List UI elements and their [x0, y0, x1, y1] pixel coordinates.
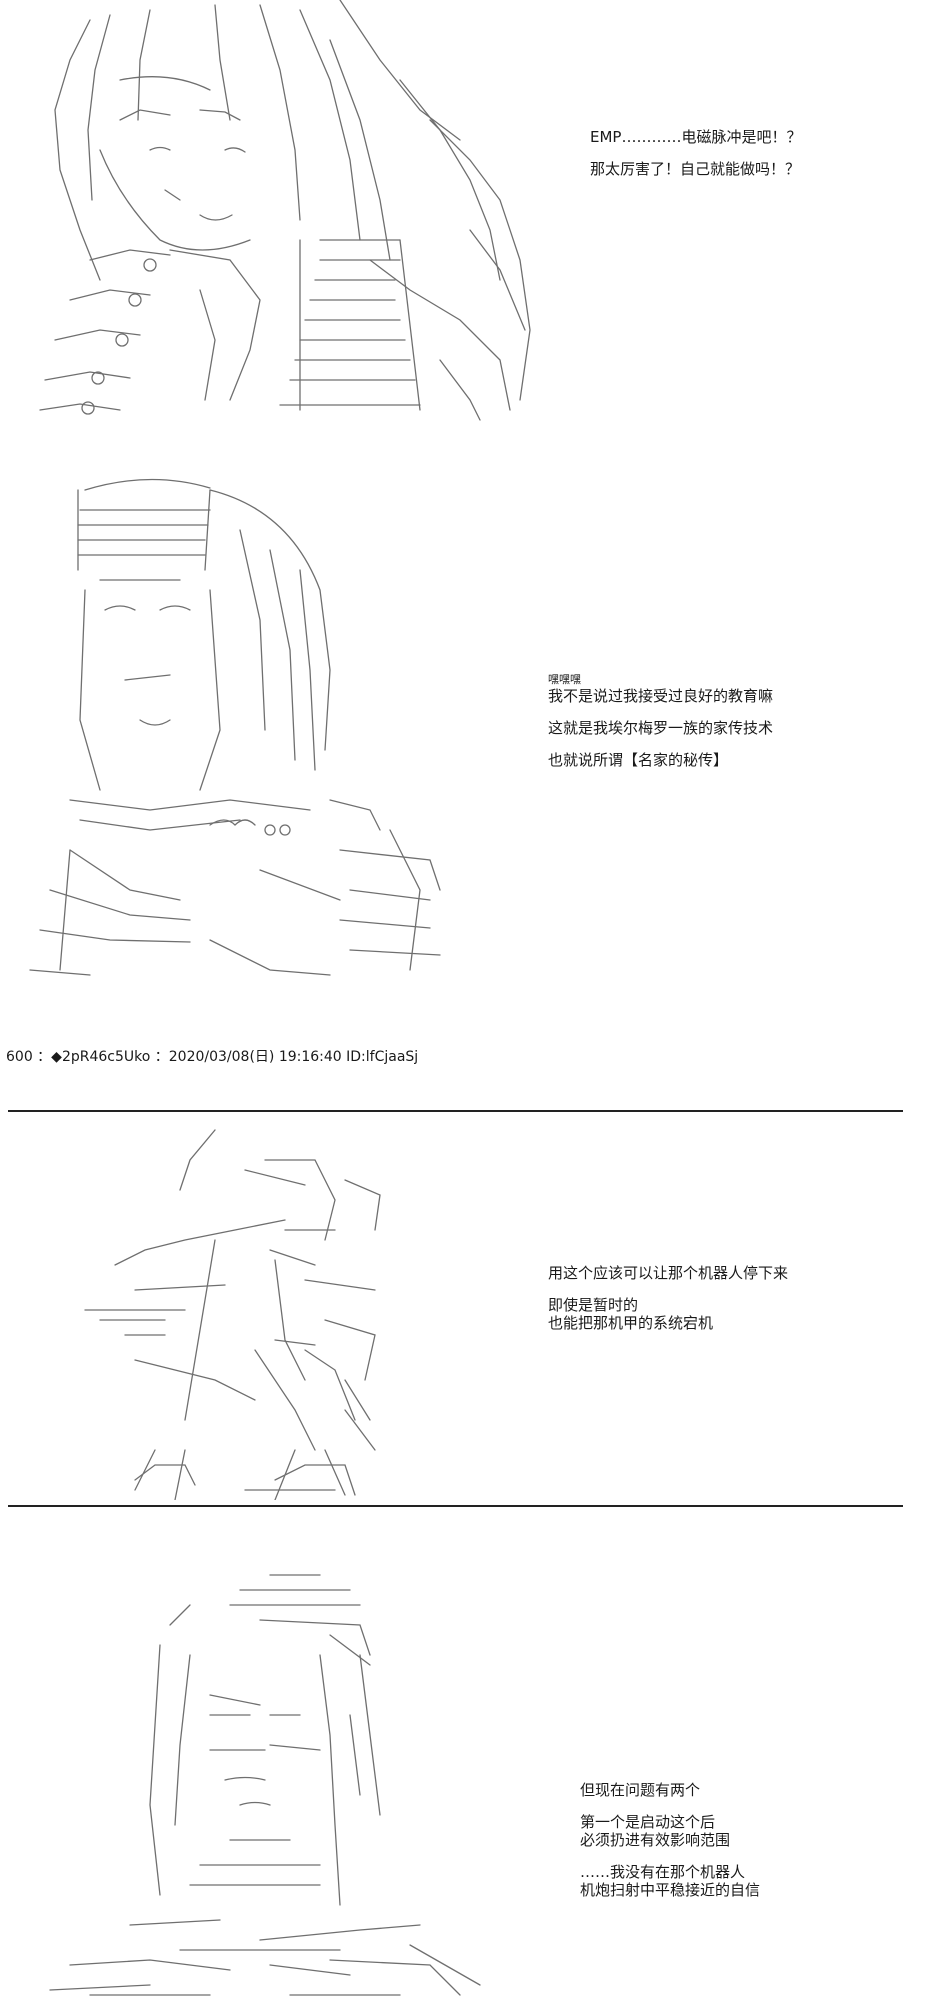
dialogue-line: 即使是暂时的 — [548, 1296, 639, 1314]
dialogue-panel-4: 但现在问题有两个 第一个是启动这个后 必须扔进有效影响范围 ……我没有在那个机器… — [580, 1781, 760, 1899]
post-header: 600 ：◆2pR46c5Uko ：2020/03/08(日) 19:16:40… — [6, 1049, 419, 1065]
dialogue-panel-2: 嘿嘿嘿 我不是说过我接受过良好的教育嘛 这就是我埃尔梅罗一族的家传技术 也就说所… — [548, 673, 773, 769]
dialogue-panel-3: 用这个应该可以让那个机器人停下来 即使是暂时的 也能把那机甲的系统宕机 — [548, 1264, 788, 1332]
dialogue-line-small: 嘿嘿嘿 — [548, 673, 581, 686]
dialogue-line: 用这个应该可以让那个机器人停下来 — [548, 1264, 789, 1282]
dialogue-line: 这就是我埃尔梅罗一族的家传技术 — [548, 719, 774, 737]
dialogue-line: 那太厉害了！自己就能做吗！？ — [590, 160, 801, 178]
ascii-art-robot — [75, 1120, 415, 1500]
dialogue-panel-1: EMP…………电磁脉冲是吧！？ 那太厉害了！自己就能做吗！？ — [590, 128, 801, 178]
dialogue-line: 机炮扫射中平稳接近的自信 — [580, 1881, 761, 1899]
dialogue-line: ……我没有在那个机器人 — [580, 1863, 746, 1881]
dialogue-line: 必须扔进有效影响范围 — [580, 1831, 731, 1849]
dialogue-line: 但现在问题有两个 — [580, 1781, 701, 1799]
divider-line — [8, 1505, 903, 1507]
dialogue-line: 第一个是启动这个后 — [580, 1813, 716, 1831]
divider-line — [8, 1110, 903, 1112]
dialogue-line: 我不是说过我接受过良好的教育嘛 — [548, 687, 774, 705]
ascii-art-character-3 — [30, 1565, 500, 2000]
dialogue-line: 也就说所谓【名家的秘传】 — [548, 751, 729, 769]
ascii-art-character-1 — [0, 0, 560, 425]
dialogue-line: 也能把那机甲的系统宕机 — [548, 1314, 714, 1332]
ascii-art-character-2 — [10, 470, 450, 990]
dialogue-line: EMP…………电磁脉冲是吧！？ — [590, 128, 802, 146]
